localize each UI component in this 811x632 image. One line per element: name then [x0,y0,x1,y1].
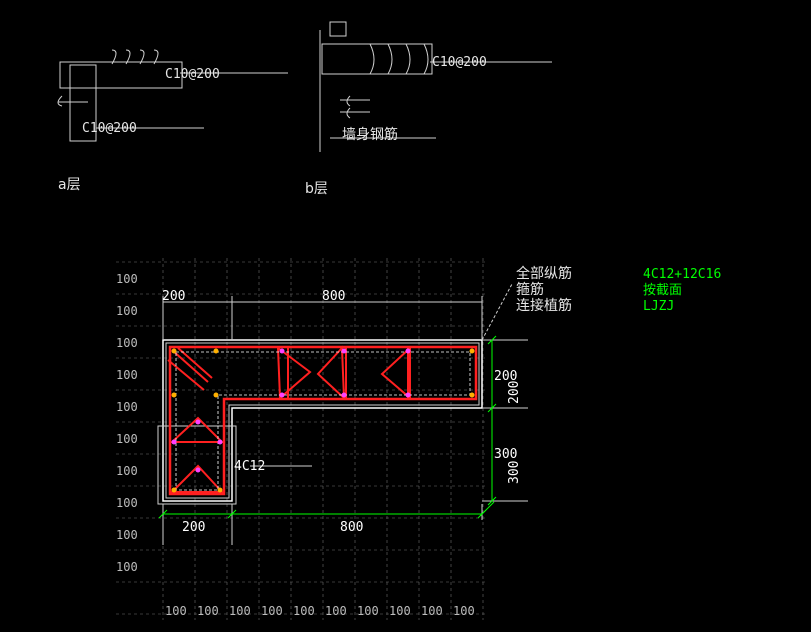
detail-b-side-hooks [340,95,370,119]
grid-bottom-label: 100 [325,604,347,618]
rebar-dot [171,348,177,354]
top-dimensions: 200 800 [162,289,483,340]
detail-a-label: a层 [58,177,81,193]
legend: 全部纵筋 箍筋 连接植筋 4C12+12C16 按截面 LJZJ [516,265,721,314]
grid-left-label: 100 [116,560,138,574]
rebar-dot [469,392,475,398]
grid-bottom-label: 100 [229,604,251,618]
detail-a-wall-top [59,61,183,89]
rebar-dot [405,392,411,398]
legend-key-2: 箍筋 [516,281,544,298]
bottom-dim-1: 200 [182,520,205,535]
right-dim-ticks [487,335,497,506]
right-dimensions: 200 300 200 300 [479,335,528,517]
legend-leader [481,283,513,341]
grid-bottom-label: 100 [197,604,219,618]
grid-bottom-label: 100 [261,604,283,618]
detail-b: C10@200 墙身钢筋 b层 [305,21,552,197]
grid-bottom-label: 100 [389,604,411,618]
bottom-dim-2: 800 [340,520,363,535]
inner-label: 4C12 [234,459,265,474]
corner-stirrup [167,347,213,391]
rebar-dot [341,392,347,398]
grid-bottom-label: 100 [453,604,475,618]
tie-2 [316,345,346,401]
legend-key-3: 连接植筋 [516,297,572,314]
grid-left-label: 100 [116,496,138,510]
rebar-dot [171,439,177,445]
grid-left-label: 100 [116,272,138,286]
column-box [157,425,237,505]
right-dim-1-rotated: 200 [507,381,522,404]
rebar-dot [279,392,285,398]
top-dim-2: 800 [322,289,345,304]
grid-bottom-label: 100 [357,604,379,618]
grid-bottom-label: 100 [165,604,187,618]
rebar-dots [171,348,475,493]
rebar-dot [217,487,223,493]
detail-a-hooks [111,49,159,65]
rebar-dot [405,348,411,354]
detail-b-hooks [369,43,429,75]
legend-value-2: 按截面 [643,283,682,298]
right-dim-1: 200 [494,369,517,384]
grid-left-label: 100 [116,432,138,446]
legend-value-1: 4C12+12C16 [643,267,721,282]
section-outline [162,339,483,502]
detail-a-wall-side [69,64,97,142]
grid-left-label: 100 [116,304,138,318]
grid-left-label: 100 [116,400,138,414]
rebar-dot [213,348,219,354]
detail-b-rebar: C10@200 [432,55,487,70]
rebar-dot [171,487,177,493]
rebar-dot [217,439,223,445]
grid-left-label: 100 [116,368,138,382]
tie-1 [276,345,312,401]
main-stirrup [168,345,478,496]
detail-a-rebar-top: C10@200 [165,67,220,82]
tie-3 [380,345,411,401]
background-grid [116,258,486,620]
tie-5 [169,464,225,493]
detail-b-label: b层 [305,181,328,197]
grid-bottom-label: 100 [421,604,443,618]
detail-b-wall-label: 墙身钢筋 [342,126,398,143]
bottom-dimensions: 200 800 [158,504,487,545]
detail-a-side-hook [57,95,88,107]
tie-4 [169,416,225,443]
right-dim-2-rotated: 300 [507,461,522,484]
grid-left-label: 100 [116,336,138,350]
corner-tick [479,501,495,517]
detail-a: C10@200 C10@200 a层 [57,49,288,193]
rebar-dot [195,419,201,425]
rebar-dot [171,392,177,398]
rebar-dot [341,348,347,354]
detail-b-slab [321,43,433,75]
grid-left-labels: 100 100 100 100 100 100 100 100 100 100 [116,272,138,574]
grid-bottom-label: 100 [293,604,315,618]
detail-a-rebar-bottom: C10@200 [82,121,137,136]
grid-left-label: 100 [116,464,138,478]
rebar-dot [469,348,475,354]
section-outline-inner [165,342,480,499]
detail-b-wall [319,21,347,152]
l-section: 4C12 [157,339,483,505]
rebar-dot [279,348,285,354]
legend-value-3: LJZJ [643,299,674,314]
rebar-dot [195,467,201,473]
right-dim-2: 300 [494,447,517,462]
legend-key-1: 全部纵筋 [516,265,572,282]
top-dim-1: 200 [162,289,185,304]
grid-left-label: 100 [116,528,138,542]
rebar-dot [213,392,219,398]
grid-bottom-labels: 100 100 100 100 100 100 100 100 100 100 [165,604,475,618]
